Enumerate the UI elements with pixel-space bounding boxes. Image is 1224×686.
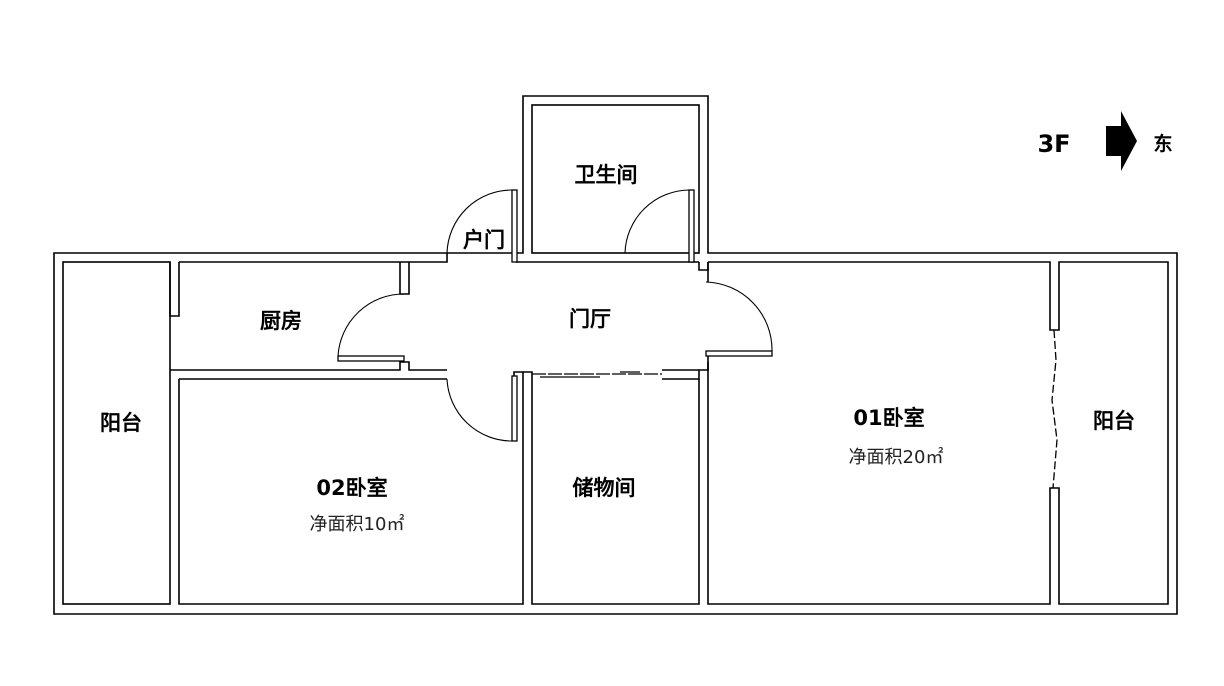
balcony-east-label: 阳台 [1093, 409, 1135, 433]
balcony-west-walls [62, 261, 171, 605]
bedroom-02-door[interactable] [446, 375, 518, 442]
entry-door-label: 户门 [463, 228, 505, 252]
balcony-west-label: 阳台 [100, 411, 142, 435]
outer-walls [53, 95, 1178, 615]
kitchen-door[interactable] [337, 293, 405, 362]
direction-label: 东 [1153, 132, 1172, 155]
bedroom-01-label: 01卧室 [853, 406, 924, 430]
east-arrow-icon [1106, 111, 1137, 171]
bedroom-01-door[interactable] [705, 281, 773, 357]
bedroom-02-label: 02卧室 [316, 476, 387, 500]
east-walls [707, 261, 1169, 605]
balcony-sliding-door[interactable] [1051, 329, 1058, 489]
bedroom-02-area: 净面积10㎡ [310, 513, 405, 535]
floor-level-label: 3F [1037, 130, 1070, 158]
bathroom-label: 卫生间 [575, 163, 638, 187]
entry-door[interactable] [446, 189, 518, 263]
bedroom-01-area: 净面积20㎡ [849, 446, 944, 468]
hall-label: 门厅 [569, 307, 611, 331]
bathroom-door[interactable] [624, 189, 695, 263]
storage-sliding-door[interactable] [532, 371, 662, 378]
storage-label: 储物间 [573, 476, 636, 500]
kitchen-label: 厨房 [260, 309, 302, 333]
interior-walls [169, 253, 709, 605]
